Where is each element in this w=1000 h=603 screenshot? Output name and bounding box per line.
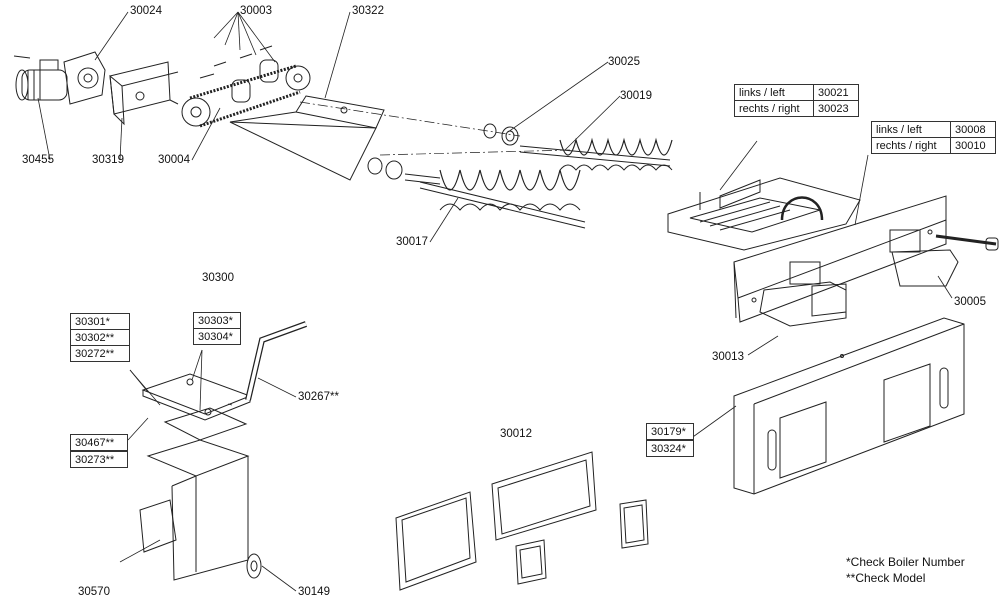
motor-gearbox	[13, 51, 106, 105]
part-label-30025: 30025	[608, 56, 640, 68]
ref-box-30303: 30303*	[193, 312, 241, 329]
table-30021-right-label: rechts / right	[734, 100, 814, 117]
bushing	[483, 123, 519, 146]
lower-auger	[367, 157, 586, 229]
ash-cart	[139, 321, 308, 581]
centerline	[299, 101, 521, 137]
ref-box-30304: 30304*	[193, 328, 241, 345]
part-label-30003: 30003	[240, 5, 272, 17]
hopper	[229, 95, 385, 181]
table-30008-right-label: rechts / right	[871, 137, 951, 154]
note-check-boiler-number: *Check Boiler Number	[846, 555, 965, 569]
part-label-30012: 30012	[500, 428, 532, 440]
ref-box-30324: 30324*	[646, 440, 694, 457]
ref-box-30273: 30273**	[70, 451, 128, 468]
part-label-30300: 30300	[202, 272, 234, 284]
table-30021-left-number: 30021	[813, 84, 859, 101]
table-30008-right-number: 30010	[950, 137, 996, 154]
part-label-30013: 30013	[712, 351, 744, 363]
part-label-30319: 30319	[92, 154, 124, 166]
chain-guard	[109, 61, 179, 126]
part-label-30149: 30149	[298, 586, 330, 598]
part-label-30455: 30455	[22, 154, 54, 166]
ref-box-30301: 30301*	[70, 313, 130, 330]
table-30008-left-label: links / left	[871, 121, 951, 138]
gaskets	[395, 451, 649, 591]
part-label-30024: 30024	[130, 5, 162, 17]
chain-drive	[181, 45, 311, 128]
table-30008-left-number: 30008	[950, 121, 996, 138]
leader-lines	[37, 11, 953, 592]
side-frame	[667, 177, 861, 251]
part-label-30017: 30017	[396, 236, 428, 248]
front-cover	[733, 317, 965, 495]
part-label-30004: 30004	[158, 154, 190, 166]
ref-box-30302: 30302**	[70, 329, 130, 346]
part-label-30005: 30005	[954, 296, 986, 308]
ref-box-30467: 30467**	[70, 434, 128, 451]
part-label-30570: 30570	[78, 586, 110, 598]
part-label-30019: 30019	[620, 90, 652, 102]
part-label-30322: 30322	[352, 5, 384, 17]
note-check-model: **Check Model	[846, 571, 926, 585]
table-30021-left-label: links / left	[734, 84, 814, 101]
upper-auger	[519, 137, 673, 171]
front-panel	[733, 195, 999, 327]
ref-box-30179: 30179*	[646, 423, 694, 440]
table-30021-right-number: 30023	[813, 100, 859, 117]
part-label-30267: 30267**	[298, 391, 339, 403]
ref-box-30272: 30272**	[70, 345, 130, 362]
